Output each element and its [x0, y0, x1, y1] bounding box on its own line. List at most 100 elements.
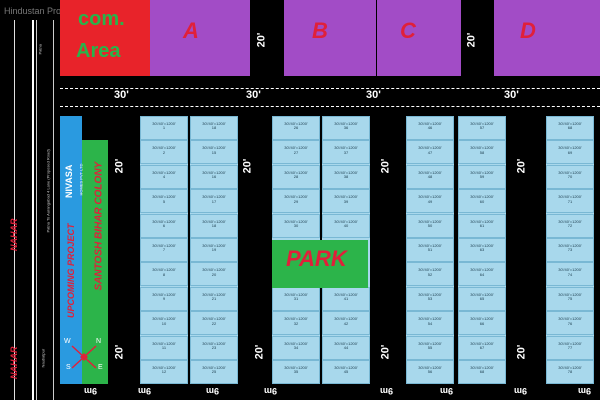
plot[interactable]: 30'/40'=1200'57	[458, 116, 506, 140]
plot[interactable]: 30'/40'=1200'19	[190, 238, 238, 262]
plot[interactable]: 30'/40'=1200'28	[272, 164, 320, 189]
plot-size: 30'/40'=1200'	[334, 340, 358, 346]
plot[interactable]: 30'/40'=1200'74	[546, 262, 594, 287]
plot[interactable]: 30'/40'=1200'4	[140, 164, 188, 189]
plot[interactable]: 30'/40'=1200'26	[272, 116, 320, 140]
plot[interactable]: 30'/40'=1200'45	[322, 360, 370, 384]
bottom-road-width: 9m	[264, 386, 278, 396]
plot[interactable]: 30'/40'=1200'39	[322, 189, 370, 214]
bottom-road-width: 9m	[440, 386, 454, 396]
canal-strip	[2, 20, 34, 400]
plot[interactable]: 30'/40'=1200'40	[322, 213, 370, 238]
plot[interactable]: 30'/40'=1200'52	[406, 262, 454, 287]
plot[interactable]: 30'/40'=1200'54	[406, 311, 454, 336]
plot[interactable]: 30'/40'=1200'71	[546, 189, 594, 214]
plot[interactable]: 30'/40'=1200'27	[272, 140, 320, 165]
plot-size: 30'/40'=1200'	[202, 194, 226, 200]
plot[interactable]: 30'/40'=1200'65	[458, 286, 506, 311]
plot[interactable]: 30'/40'=1200'68	[458, 360, 506, 384]
plot[interactable]: 30'/40'=1200'1	[140, 116, 188, 140]
plot[interactable]: 30'/40'=1200'38	[322, 164, 370, 189]
plot[interactable]: 30'/40'=1200'47	[406, 140, 454, 165]
plot-number: 23	[211, 344, 217, 350]
plot[interactable]: 30'/40'=1200'25	[190, 360, 238, 384]
plot[interactable]: 30'/40'=1200'18	[190, 213, 238, 238]
plot[interactable]: 30'/40'=1200'51	[406, 238, 454, 262]
block-a	[150, 0, 250, 76]
plot[interactable]: 30'/40'=1200'61	[458, 213, 506, 238]
plot-size: 30'/40'=1200'	[202, 267, 226, 273]
plot[interactable]: 30'/40'=1200'8	[140, 262, 188, 287]
plot[interactable]: 30'/40'=1200'34	[272, 335, 320, 360]
plot[interactable]: 30'/40'=1200'21	[190, 286, 238, 311]
plot[interactable]: 30'/40'=1200'23	[190, 335, 238, 360]
plot[interactable]: 30'/40'=1200'16	[190, 164, 238, 189]
plot-size: 30'/40'=1200'	[284, 340, 308, 346]
road-width-30-1: 30'	[114, 89, 129, 101]
plot[interactable]: 30'/40'=1200'46	[406, 116, 454, 140]
plot[interactable]: 30'/40'=1200'15	[190, 140, 238, 165]
plot-number: 47	[427, 149, 433, 155]
plot[interactable]: 30'/40'=1200'50	[406, 213, 454, 238]
plot-number: 66	[479, 320, 485, 326]
plot[interactable]: 30'/40'=1200'63	[458, 238, 506, 262]
plot[interactable]: 30'/40'=1200'5	[140, 189, 188, 214]
plot[interactable]: 30'/40'=1200'9	[140, 286, 188, 311]
plot[interactable]: 30'/40'=1200'35	[272, 360, 320, 384]
plot[interactable]: 30'/40'=1200'69	[546, 140, 594, 165]
plot[interactable]: 30'/40'=1200'55	[406, 335, 454, 360]
plot-size: 30'/40'=1200'	[558, 121, 582, 126]
plot[interactable]: 30'/40'=1200'78	[546, 360, 594, 384]
plot-number: 48	[427, 174, 433, 180]
plot-number: 42	[343, 320, 349, 326]
plot[interactable]: 30'/40'=1200'18	[190, 116, 238, 140]
plot[interactable]: 30'/40'=1200'30	[272, 213, 320, 238]
plot[interactable]: 30'/40'=1200'11	[140, 335, 188, 360]
plot-number: 15	[211, 149, 217, 155]
plot[interactable]: 30'/40'=1200'22	[190, 311, 238, 336]
plot[interactable]: 30'/40'=1200'60	[458, 189, 506, 214]
plot[interactable]: 30'/40'=1200'68	[546, 116, 594, 140]
plot[interactable]: 30'/40'=1200'73	[546, 238, 594, 262]
plot[interactable]: 30'/40'=1200'36	[322, 116, 370, 140]
plot[interactable]: 30'/40'=1200'70	[546, 164, 594, 189]
plot-size: 30'/40'=1200'	[152, 291, 176, 297]
road-width-20-mid1-2: 20'	[253, 344, 266, 360]
plot[interactable]: 30'/40'=1200'66	[458, 311, 506, 336]
plot-number: 6	[162, 222, 166, 228]
plot[interactable]: 30'/40'=1200'29	[272, 189, 320, 214]
plot[interactable]: 30'/40'=1200'6	[140, 213, 188, 238]
plot[interactable]: 30'/40'=1200'64	[458, 262, 506, 287]
plot[interactable]: 30'/40'=1200'48	[406, 164, 454, 189]
plot[interactable]: 30'/40'=1200'37	[322, 140, 370, 165]
plot[interactable]: 30'/40'=1200'67	[458, 335, 506, 360]
plot[interactable]: 30'/40'=1200'7	[140, 238, 188, 262]
plot[interactable]: 30'/40'=1200'75	[546, 286, 594, 311]
plot[interactable]: 30'/40'=1200'53	[406, 286, 454, 311]
plot[interactable]: 30'/40'=1200'59	[458, 164, 506, 189]
plot[interactable]: 30'/40'=1200'76	[546, 311, 594, 336]
plot[interactable]: 30'/40'=1200'32	[272, 311, 320, 336]
plot[interactable]: 30'/40'=1200'12	[140, 360, 188, 384]
plot-size: 30'/40'=1200'	[284, 365, 308, 370]
plot-number: 50	[427, 222, 433, 228]
plot[interactable]: 30'/40'=1200'56	[406, 360, 454, 384]
plot[interactable]: 30'/40'=1200'77	[546, 335, 594, 360]
plot[interactable]: 30'/40'=1200'44	[322, 335, 370, 360]
plot-size: 30'/40'=1200'	[334, 145, 358, 151]
plot[interactable]: 30'/40'=1200'72	[546, 213, 594, 238]
plot-size: 30'/40'=1200'	[470, 145, 494, 151]
plot[interactable]: 30'/40'=1200'17	[190, 189, 238, 214]
plot-number: 68	[567, 125, 573, 131]
plot[interactable]: 30'/40'=1200'2	[140, 140, 188, 165]
plot[interactable]: 30'/40'=1200'10	[140, 311, 188, 336]
plot-number: 56	[427, 369, 433, 375]
compass-e: E	[98, 364, 103, 371]
plot[interactable]: 30'/40'=1200'20	[190, 262, 238, 287]
plot[interactable]: 30'/40'=1200'41	[322, 286, 370, 311]
plot[interactable]: 30'/40'=1200'58	[458, 140, 506, 165]
plot-number: 69	[567, 149, 573, 155]
plot[interactable]: 30'/40'=1200'49	[406, 189, 454, 214]
plot[interactable]: 30'/40'=1200'42	[322, 311, 370, 336]
plot[interactable]: 30'/40'=1200'31	[272, 286, 320, 311]
